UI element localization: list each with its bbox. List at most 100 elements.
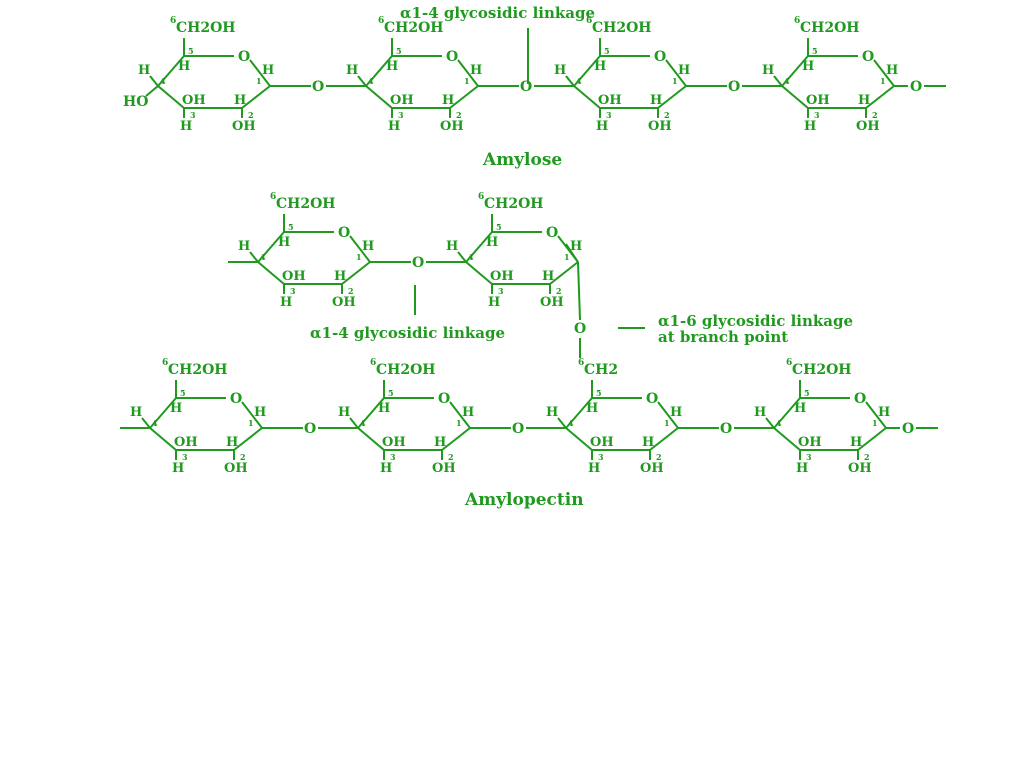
c5-number: 5 (288, 222, 294, 232)
c4-number: 4 (360, 418, 366, 428)
c1-number: 1 (248, 418, 254, 428)
c4-h-bond (557, 417, 567, 429)
c3-number: 3 (598, 452, 604, 462)
c3-number: 3 (498, 286, 504, 296)
c4-h-bond (565, 75, 575, 87)
c4-h-label: H (554, 63, 566, 78)
amylose-caption: Amylose (482, 150, 562, 170)
c2-oh-label: OH (440, 119, 464, 134)
c6-group-label: CH2 (584, 362, 618, 378)
ring-bond (157, 55, 185, 87)
c5-h-label: H (586, 401, 598, 416)
c5-number: 5 (180, 388, 186, 398)
c4-h-label: H (130, 405, 142, 420)
c4-h-label: H (138, 63, 150, 78)
c3-h-label: H (488, 295, 500, 310)
c4-h-bond (149, 75, 159, 87)
terminal-oxygen: O (902, 421, 914, 437)
c5-h-label: H (278, 235, 290, 250)
c2-oh-label: OH (848, 461, 872, 476)
ring-oxygen-label: O (338, 225, 350, 241)
c2-number: 2 (864, 452, 870, 462)
c4-h-bond (141, 417, 151, 429)
amylopectin-diagram: α1-4 glycosidic linkage α1-6 glycosidic … (310, 285, 853, 510)
c3-h-label: H (796, 461, 808, 476)
c3-number: 3 (398, 110, 404, 120)
ring-oxygen-label: O (438, 391, 450, 407)
c4-number: 4 (160, 76, 166, 86)
c2-oh-label: OH (648, 119, 672, 134)
c2-number: 2 (448, 452, 454, 462)
ring-bond (449, 85, 479, 109)
c4-h-label: H (546, 405, 558, 420)
c1-h-label: H (878, 405, 890, 420)
c5-h-label: H (178, 59, 190, 74)
ring-bond (565, 397, 593, 429)
ring-bond (157, 85, 185, 109)
ring-bond (649, 427, 679, 451)
c3-oh-label: OH (798, 435, 822, 450)
c2-oh-label: OH (224, 461, 248, 476)
c1-number: 1 (564, 252, 570, 262)
c3-number: 3 (806, 452, 812, 462)
c2-h-label: H (434, 435, 446, 450)
ring-bond (773, 397, 801, 429)
ring-bond (665, 59, 687, 87)
c1-h-label: H (254, 405, 266, 420)
c1-number: 1 (880, 76, 886, 86)
c2-h-label: H (234, 93, 246, 108)
ring-bond (781, 55, 809, 87)
c4-h-label: H (446, 239, 458, 254)
ring-oxygen-label: O (446, 49, 458, 65)
c6-group-label: CH2OH (800, 20, 860, 36)
ring-oxygen-label: O (646, 391, 658, 407)
c5-number: 5 (496, 222, 502, 232)
c4-h-label: H (346, 63, 358, 78)
c6-group-label: CH2OH (484, 196, 544, 212)
c4-h-label: H (762, 63, 774, 78)
c2-number: 2 (456, 110, 462, 120)
c4-h-bond (773, 75, 783, 87)
c3-h-label: H (380, 461, 392, 476)
ring-bond (341, 261, 371, 285)
c6-number: 6 (162, 358, 168, 368)
c3-h-label: H (804, 119, 816, 134)
ring-bond (149, 427, 177, 451)
c6-number: 6 (786, 358, 792, 368)
c3-h-label: H (180, 119, 192, 134)
ring-bond (249, 59, 271, 87)
c4-number: 4 (576, 76, 582, 86)
glycosidic-oxygen: O (512, 421, 524, 437)
ring-oxygen-label: O (546, 225, 558, 241)
c5-h-label: H (486, 235, 498, 250)
c5-number: 5 (804, 388, 810, 398)
c5-h-label: H (386, 59, 398, 74)
ring-bond (865, 401, 887, 429)
ring-bond (365, 85, 393, 109)
amylose-diagram: α1-4 glycosidic linkage HO Amylose (123, 4, 595, 170)
c5-number: 5 (396, 46, 402, 56)
c6-number: 6 (270, 192, 276, 202)
c1-number: 1 (456, 418, 462, 428)
c4-h-bond (349, 417, 359, 429)
ring-oxygen-label: O (654, 49, 666, 65)
c4-h-bond (457, 251, 467, 263)
c4-h-bond (249, 251, 259, 263)
c1-h-label: H (362, 239, 374, 254)
glycosidic-oxygen: O (520, 79, 532, 95)
c1-h-label: H (678, 63, 690, 78)
c4-number: 4 (368, 76, 374, 86)
c5-h-label: H (170, 401, 182, 416)
c5-h-label: H (794, 401, 806, 416)
c4-number: 4 (152, 418, 158, 428)
c1-number: 1 (664, 418, 670, 428)
